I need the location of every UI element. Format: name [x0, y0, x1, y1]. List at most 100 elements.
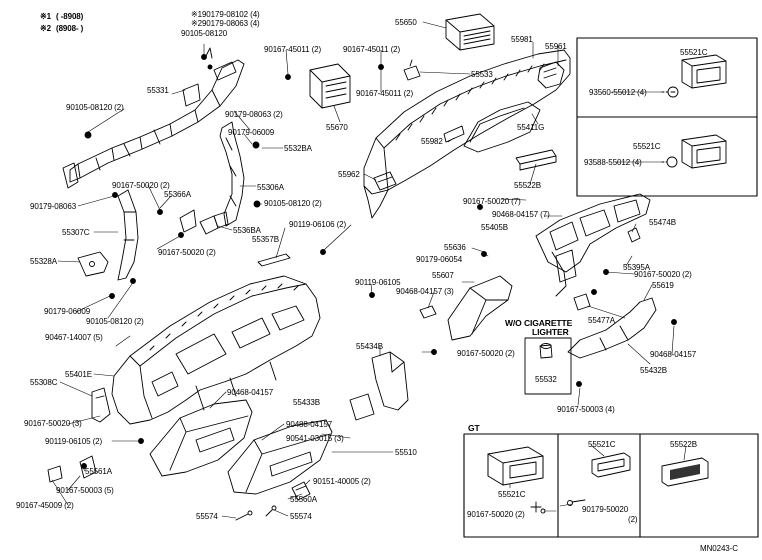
callout-55328A: 55328A [30, 257, 57, 266]
part-55434B [349, 351, 409, 421]
callout-90179-08063-b: 90179-08063 (2) [225, 110, 283, 119]
legend-mark-1: ※1 [40, 12, 51, 21]
callout-90179-06009-a: 90179-06009 [228, 128, 275, 137]
callout-90167-50020-e: 90167-50020 (2) [457, 349, 515, 358]
screw-cluster-left [81, 54, 677, 469]
callout-90151-40005: 90151-40005 (2) [313, 477, 371, 486]
reinforcement-beam [62, 47, 245, 189]
callout-90179-06054: 90179-06054 [416, 255, 463, 264]
callout-55357B: 55357B [252, 235, 279, 244]
callout-55474B: 55474B [649, 218, 676, 227]
callout-55411G: 55411G [517, 123, 545, 132]
screws-55574 [235, 505, 277, 521]
callout-90179-06009-b: 90179-06009 [44, 307, 91, 316]
callout-55307C: 55307C [62, 228, 90, 237]
callout-5532BA: 5532BA [284, 144, 312, 153]
callout-55434B: 55434B [356, 342, 383, 351]
inset-box-upper-right [576, 37, 758, 197]
callout-55331: 55331 [147, 86, 169, 95]
callout-90167-50020-f: 90167-50020 (3) [24, 419, 82, 428]
callout-90105-08120-c: 90105-08120 (2) [264, 199, 322, 208]
callout-90105-08120-b: 90105-08120 (2) [66, 103, 124, 112]
callout-55308C: 55308C [30, 378, 58, 387]
callout-55522B-a: 55522B [514, 181, 541, 190]
callout-90105-08120-d: 90105-08120 (2) [86, 317, 144, 326]
callout-90119-06105-b: 90119-06105 (2) [45, 437, 103, 446]
bracket-5536BA [179, 209, 219, 235]
part-55433B [149, 399, 253, 477]
callout-90119-06105: 90119-06105 [355, 278, 401, 287]
callout-55521C-d: 55521C [588, 440, 616, 449]
callout-55433B: 55433B [293, 398, 320, 407]
callout-55982: 55982 [421, 137, 443, 146]
callout-55405B: 55405B [481, 223, 508, 232]
callout-55532: 55532 [535, 375, 557, 384]
callout-qty-2: (2) [628, 515, 638, 524]
vent-55670 [309, 63, 351, 109]
callout-90541-03015: 90541-03015 (3) [286, 434, 344, 443]
panel-55522B [515, 149, 557, 171]
callout-55401E: 55401E [65, 370, 92, 379]
callout-90167-50003-b: 90167-50003 (5) [56, 486, 114, 495]
callout-55981: 55981 [511, 35, 533, 44]
callout-55561A: 55561A [85, 467, 112, 476]
callout-90488-04157: 90488-04157 [286, 420, 333, 429]
callout-55961: 55961 [545, 42, 567, 51]
callout-90468-04157-b: 90468-04157 (3) [396, 287, 454, 296]
callout-90179-08063-a: ※290179-08063 (4) [191, 19, 260, 28]
callout-55607: 55607 [432, 271, 454, 280]
callout-55962: 55962 [338, 170, 360, 179]
callout-55619: 55619 [652, 281, 674, 290]
wo-cigarette-box [524, 337, 572, 395]
callout-90167-50020-g: 90167-50020 (2) [467, 510, 525, 519]
callout-55521C-a: 55521C [680, 48, 708, 57]
callout-90167-45011-c: 90167-45011 (2) [356, 89, 414, 98]
callout-55521C-c: 55521C [498, 490, 526, 499]
callout-55650: 55650 [395, 18, 417, 27]
note-wo-cigarette: W/O CIGARETTE [505, 318, 573, 328]
part-55607 [419, 275, 513, 341]
part-55474B [627, 227, 641, 243]
callout-90468-04157-c: 90468-04157 [650, 350, 697, 359]
callout-55574-a: 55574 [196, 512, 218, 521]
dash-upper-panel [363, 49, 571, 219]
note-lighter: LIGHTER [532, 327, 569, 337]
callout-93588-55012: 93588-55012 (4) [584, 158, 642, 167]
callout-5536BA: 5536BA [233, 226, 261, 235]
callout-55432B: 55432B [640, 366, 667, 375]
callout-90167-45011-b: 90167-45011 (2) [343, 45, 401, 54]
callout-90467-14007: 90467-14007 (5) [45, 333, 103, 342]
callout-90167-50020-c: 90167-50020 (7) [463, 197, 521, 206]
legend-range-2: (8908- ) [56, 24, 84, 33]
bracket-55328A [77, 251, 109, 277]
callout-55366A: 55366A [164, 190, 191, 199]
glove-box-55510 [227, 419, 333, 495]
callout-55670: 55670 [326, 123, 348, 132]
part-55561A [47, 455, 97, 483]
callout-55560A: 55560A [290, 495, 317, 504]
legend-range-1: ( -8908) [56, 12, 84, 21]
callout-90179-08063-c: 90179-08063 [30, 202, 77, 211]
callout-90468-04157-a: 90468-04157 (7) [492, 210, 550, 219]
callout-55521C-b: 55521C [633, 142, 661, 151]
callout-90179-50020: 90179-50020 [582, 505, 629, 514]
cluster-panel [535, 193, 651, 297]
callout-55574-b: 55574 [290, 512, 312, 521]
callout-90179-08102: ※190179-08102 (4) [191, 10, 260, 19]
callout-90105-08120-a: 90105-08120 [181, 29, 228, 38]
note-gt: GT [468, 423, 480, 433]
leader-lines [51, 21, 687, 519]
part-55619 [567, 297, 657, 359]
callout-90167-50020-d: 90167-50020 (2) [634, 270, 692, 279]
callout-90119-06106-a: 90119-06106 (2) [289, 220, 347, 229]
callout-55510: 55510 [395, 448, 417, 457]
callout-90468-04157-d: 90468-04157 [227, 388, 274, 397]
legend-mark-2: ※2 [40, 24, 51, 33]
callout-55533: 55533 [471, 70, 493, 79]
diagram-code: MN0243-C [700, 544, 738, 553]
callout-55477A: 55477A [588, 316, 615, 325]
callout-90167-50020-b: 90167-50020 (2) [158, 248, 216, 257]
callout-55306A: 55306A [257, 183, 284, 192]
callout-55395A: 55395A [623, 263, 650, 272]
